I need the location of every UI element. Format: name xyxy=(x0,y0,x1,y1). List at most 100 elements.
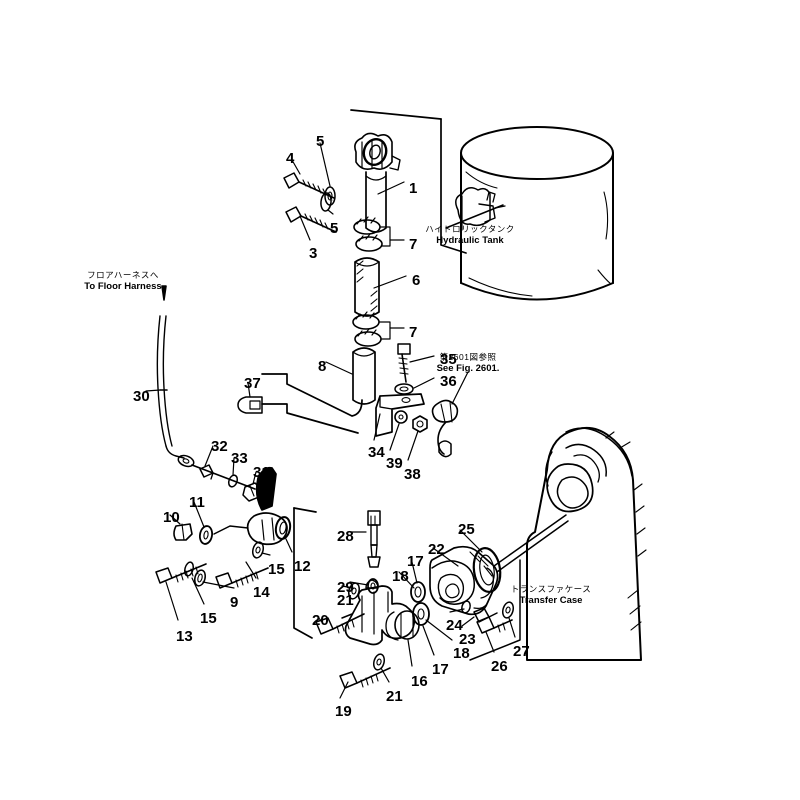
callout-number-18b: 18 xyxy=(453,645,470,662)
bolt-item-32 xyxy=(199,464,214,480)
callout-number-7a: 7 xyxy=(409,236,418,253)
callout-number-1: 1 xyxy=(409,180,418,197)
hose-clamp-7-lower-b xyxy=(354,328,382,347)
label-to-floor-harness-en: To Floor Harness xyxy=(84,280,162,292)
o-ring-item-12 xyxy=(274,516,292,540)
hose-clamp-7-upper-b xyxy=(355,233,383,252)
callout-number-36: 36 xyxy=(440,373,457,390)
tank-mounting-panel xyxy=(350,109,467,254)
washer-item-27 xyxy=(501,601,515,619)
label-to-floor-harness: フロアハーネスへ To Floor Harness xyxy=(63,270,183,293)
callout-number-14: 14 xyxy=(253,584,270,601)
elbow-fitting-assembly xyxy=(354,132,401,233)
callout-number-39: 39 xyxy=(386,455,403,472)
label-transfer-case: トランスファケース Transfer Case xyxy=(491,584,611,607)
callout-number-25: 25 xyxy=(458,521,475,538)
spacer-item-9 xyxy=(193,569,207,587)
callout-number-9: 9 xyxy=(230,594,239,611)
callout-number-22: 22 xyxy=(428,541,445,558)
washer-item-5-lower xyxy=(320,192,334,212)
washer-item-36 xyxy=(394,383,414,395)
pipe-run-upper xyxy=(261,373,363,417)
callout-number-26: 26 xyxy=(491,658,508,675)
callout-number-21b: 21 xyxy=(386,688,403,705)
callout-number-5a: 5 xyxy=(316,133,325,150)
callout-number-30: 30 xyxy=(133,388,150,405)
bolt-item-20 xyxy=(315,613,365,635)
callout-number-19: 19 xyxy=(335,703,352,720)
callout-number-10: 10 xyxy=(163,509,180,526)
nut-item-38 xyxy=(412,415,428,433)
linkage-panel-plate xyxy=(293,507,317,639)
callout-number-29: 29 xyxy=(337,579,354,596)
bolt-item-23 xyxy=(473,607,498,623)
callout-number-23: 23 xyxy=(459,631,476,648)
callout-number-5b: 5 xyxy=(330,220,339,237)
callout-number-8: 8 xyxy=(318,358,327,375)
callout-number-11: 11 xyxy=(189,494,205,511)
hydraulic-tank-body xyxy=(460,126,614,301)
pump-panel-outline xyxy=(469,559,521,661)
label-hydraulic-tank-jp: ハイドロリックタンク xyxy=(425,224,515,234)
drive-shaft-line-b xyxy=(496,520,569,573)
callout-number-15a: 15 xyxy=(200,610,217,627)
callout-number-35: 35 xyxy=(440,351,457,368)
label-to-floor-harness-jp: フロアハーネスへ xyxy=(87,270,159,280)
callout-number-37: 37 xyxy=(244,375,261,392)
plug-item-10 xyxy=(173,523,193,541)
washer-item-39 xyxy=(394,410,408,424)
tank-port-fitting xyxy=(445,187,506,231)
callout-number-15b: 15 xyxy=(268,561,285,578)
callout-number-27: 27 xyxy=(513,643,530,660)
callout-number-12: 12 xyxy=(294,558,311,575)
mounting-bracket-item-34 xyxy=(375,393,425,437)
bolt-item-26 xyxy=(476,616,513,634)
linkage-rod xyxy=(191,464,256,490)
callout-number-33: 33 xyxy=(231,450,248,467)
washer-item-24 xyxy=(461,600,471,614)
connector-item-37 xyxy=(237,396,263,414)
bolt-item-14 xyxy=(215,567,269,589)
label-hydraulic-tank-en: Hydraulic Tank xyxy=(436,234,504,246)
washer-item-15-upper xyxy=(251,541,265,559)
bolt-item-13 xyxy=(155,563,207,584)
callout-number-13: 13 xyxy=(176,628,193,645)
hose-clamp-7-upper-a xyxy=(353,216,381,235)
elbow-fitting-transfer xyxy=(431,399,459,458)
bolt-item-4 xyxy=(283,172,335,199)
washer-item-15-lower xyxy=(183,561,195,577)
callout-number-28: 28 xyxy=(337,528,354,545)
label-transfer-case-en: Transfer Case xyxy=(519,594,583,606)
transfer-case-body xyxy=(526,426,647,661)
o-ring-item-18-a xyxy=(412,602,430,626)
o-ring-item-25 xyxy=(472,547,502,593)
callout-number-24: 24 xyxy=(446,617,463,634)
callout-number-4: 4 xyxy=(286,150,295,167)
bolt-item-19 xyxy=(339,667,391,689)
label-hydraulic-tank: ハイドロリックタンク Hydraulic Tank xyxy=(410,224,530,247)
leader-lines xyxy=(145,142,516,699)
hose-item-8 xyxy=(352,347,376,405)
callout-number-20: 20 xyxy=(312,612,329,629)
washer-item-21-lower xyxy=(372,653,386,671)
callout-number-6: 6 xyxy=(412,272,421,289)
bolt-item-3 xyxy=(285,206,337,233)
pipe-run-lower xyxy=(261,403,359,434)
label-see-fig-2601-en: See Fig. 2601. xyxy=(436,362,500,374)
callout-number-32: 32 xyxy=(211,438,228,455)
label-transfer-case-jp: トランスファケース xyxy=(510,584,592,594)
callout-number-18a: 18 xyxy=(392,568,409,585)
o-ring-item-11 xyxy=(198,525,214,545)
o-ring-item-17-a xyxy=(410,581,426,603)
drive-shaft-line-a xyxy=(493,514,567,567)
bolt-item-35 xyxy=(397,343,411,383)
callout-number-16: 16 xyxy=(411,673,428,690)
callout-number-21a: 21 xyxy=(337,592,354,609)
callout-number-34: 34 xyxy=(368,444,385,461)
callout-number-3: 3 xyxy=(309,245,318,262)
control-cable-item-30 xyxy=(156,285,195,468)
label-see-fig-2601: 第2601図参照 See Fig. 2601. xyxy=(408,352,528,375)
callout-number-17b: 17 xyxy=(432,661,449,678)
